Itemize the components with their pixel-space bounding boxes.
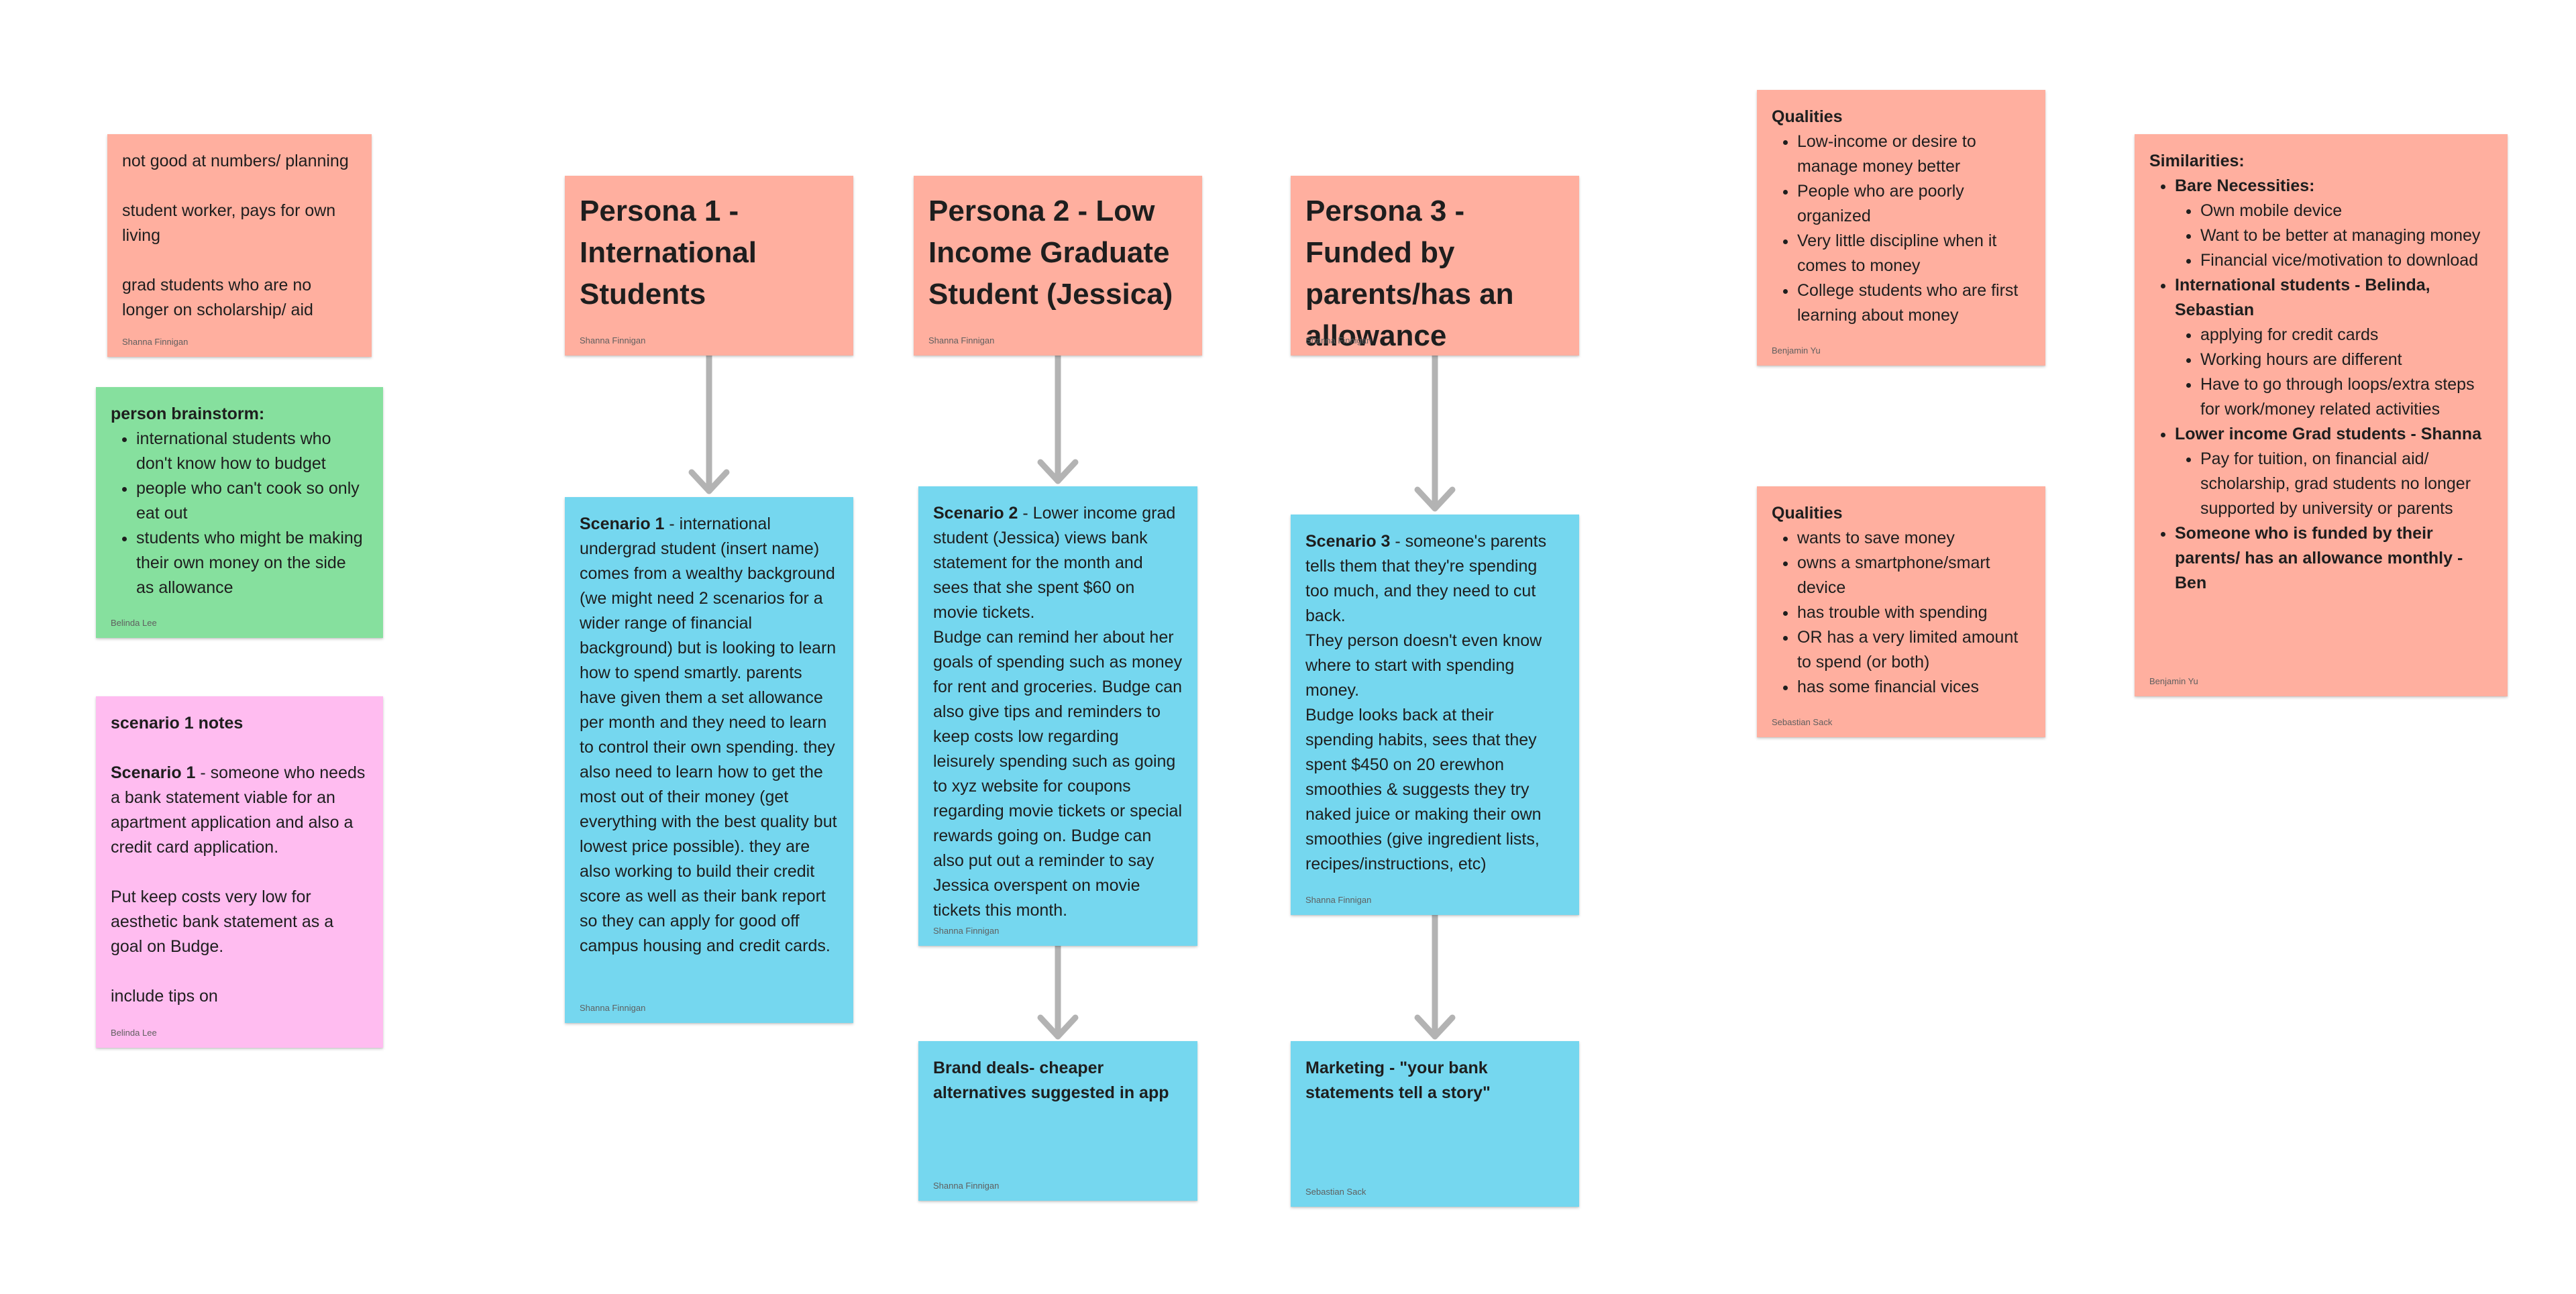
- list-item: wants to save money: [1797, 526, 2031, 551]
- note-text: - someone who needs a bank statement via…: [111, 763, 366, 857]
- list-item: Very little discipline when it comes to …: [1797, 229, 2031, 278]
- list-item: has trouble with spending: [1797, 600, 2031, 625]
- note-author: Belinda Lee: [111, 618, 157, 628]
- persona2-card[interactable]: Persona 2 - Low Income Graduate Student …: [914, 176, 1202, 356]
- scenario-text: - international undergrad student (inser…: [580, 515, 837, 955]
- note-author: Belinda Lee: [111, 1028, 157, 1038]
- persona3-card[interactable]: Persona 3 - Funded by parents/has an all…: [1291, 176, 1579, 356]
- note-list: Low-income or desire to manage money bet…: [1772, 129, 2031, 328]
- note-heading: scenario 1 notes: [111, 714, 244, 733]
- note-list: Bare Necessities: Own mobile device Want…: [2149, 174, 2493, 596]
- sticky-note-scenario1-notes[interactable]: scenario 1 notes Scenario 1 - someone wh…: [96, 696, 383, 1048]
- note-author: Shanna Finnigan: [122, 337, 189, 347]
- note-heading: Marketing - "your bank statements tell a…: [1305, 1059, 1491, 1102]
- note-line: not good at numbers/ planning: [122, 152, 349, 170]
- scenario-text: Budge can remind her about her goals of …: [933, 628, 1183, 920]
- list-item: College students who are first learning …: [1797, 278, 2031, 328]
- note-heading: Similarities:: [2149, 152, 2245, 170]
- scenario3-card[interactable]: Scenario 3 - someone's parents tells the…: [1291, 515, 1579, 915]
- note-list: international students who don't know ho…: [111, 427, 368, 600]
- list-item: Want to be better at managing money: [2200, 223, 2493, 248]
- note-author: Shanna Finnigan: [1305, 335, 1372, 345]
- scenario-lead: Scenario 1: [111, 763, 196, 782]
- group-heading: Someone who is funded by their parents/ …: [2175, 524, 2463, 592]
- list-item: Low-income or desire to manage money bet…: [1797, 129, 2031, 179]
- list-item: Working hours are different: [2200, 347, 2493, 372]
- list-item: applying for credit cards: [2200, 323, 2493, 347]
- persona-title: Persona 1 - International Students: [580, 195, 757, 311]
- scenario-text: - Lower income grad student (Jessica) vi…: [933, 504, 1176, 622]
- persona1-card[interactable]: Persona 1 - International Students Shann…: [565, 176, 853, 356]
- note-heading: Qualities: [1772, 107, 1843, 126]
- qualities-card-1[interactable]: Qualities Low-income or desire to manage…: [1757, 90, 2045, 366]
- persona-title: Persona 2 - Low Income Graduate Student …: [928, 195, 1173, 311]
- similarities-card[interactable]: Similarities: Bare Necessities: Own mobi…: [2135, 134, 2508, 696]
- marketing-card[interactable]: Marketing - "your bank statements tell a…: [1291, 1041, 1579, 1207]
- scenario-lead: Scenario 3: [1305, 532, 1391, 551]
- note-author: Shanna Finnigan: [580, 1003, 646, 1013]
- note-text: Put keep costs very low for aesthetic ba…: [111, 887, 334, 956]
- group-heading: Bare Necessities:: [2175, 176, 2315, 195]
- note-author: Shanna Finnigan: [928, 335, 995, 345]
- note-author: Shanna Finnigan: [1305, 895, 1372, 905]
- group-heading: International students - Belinda, Sebast…: [2175, 276, 2430, 319]
- scenario-text: Budge looks back at their spending habit…: [1305, 706, 1542, 873]
- scenario-text: They person doesn't even know where to s…: [1305, 631, 1542, 700]
- scenario-lead: Scenario 1: [580, 515, 665, 533]
- scenario-lead: Scenario 2: [933, 504, 1018, 523]
- scenario1-card[interactable]: Scenario 1 - international undergrad stu…: [565, 497, 853, 1023]
- note-author: Shanna Finnigan: [580, 335, 646, 345]
- list-item: students who might be making their own m…: [136, 526, 368, 600]
- list-item: International students - Belinda, Sebast…: [2175, 273, 2493, 422]
- list-item: People who are poorly organized: [1797, 179, 2031, 229]
- scenario-text: - someone's parents tells them that they…: [1305, 532, 1547, 625]
- note-heading: Qualities: [1772, 504, 1843, 523]
- list-item: international students who don't know ho…: [136, 427, 368, 476]
- list-item: owns a smartphone/smart device: [1797, 551, 2031, 600]
- list-item: Have to go through loops/extra steps for…: [2200, 372, 2493, 422]
- arrow-scenario3-to-marketing[interactable]: [1414, 912, 1456, 1040]
- brand-deals-card[interactable]: Brand deals- cheaper alternatives sugges…: [918, 1041, 1197, 1201]
- note-author: Shanna Finnigan: [933, 1181, 1000, 1191]
- note-author: Sebastian Sack: [1305, 1187, 1366, 1197]
- note-line: grad students who are no longer on schol…: [122, 276, 313, 319]
- list-item: Lower income Grad students - Shanna Pay …: [2175, 422, 2493, 521]
- scenario2-card[interactable]: Scenario 2 - Lower income grad student (…: [918, 486, 1197, 946]
- note-author: Benjamin Yu: [1772, 345, 1821, 356]
- note-heading: person brainstorm:: [111, 405, 265, 423]
- list-item: Own mobile device: [2200, 199, 2493, 223]
- list-item: OR has a very limited amount to spend (o…: [1797, 625, 2031, 675]
- list-item: Financial vice/motivation to download: [2200, 248, 2493, 273]
- note-text: include tips on: [111, 987, 218, 1006]
- persona-title: Persona 3 - Funded by parents/has an all…: [1305, 195, 1514, 352]
- arrow-scenario2-to-brand-deals[interactable]: [1037, 942, 1079, 1040]
- list-item: Someone who is funded by their parents/ …: [2175, 521, 2493, 596]
- list-item: people who can't cook so only eat out: [136, 476, 368, 526]
- note-line: student worker, pays for own living: [122, 201, 336, 245]
- note-author: Sebastian Sack: [1772, 717, 1833, 727]
- group-heading: Lower income Grad students - Shanna: [2175, 425, 2482, 443]
- note-author: Shanna Finnigan: [933, 926, 1000, 936]
- note-heading: Brand deals- cheaper alternatives sugges…: [933, 1059, 1169, 1102]
- note-author: Benjamin Yu: [2149, 676, 2198, 686]
- qualities-card-2[interactable]: Qualities wants to save money owns a sma…: [1757, 486, 2045, 737]
- list-item: Pay for tuition, on financial aid/ schol…: [2200, 447, 2493, 521]
- sticky-note-person-brainstorm[interactable]: person brainstorm: international student…: [96, 387, 383, 638]
- arrow-persona2-to-scenario2[interactable]: [1037, 352, 1079, 484]
- arrow-persona1-to-scenario1[interactable]: [688, 352, 730, 494]
- list-item: Bare Necessities: Own mobile device Want…: [2175, 174, 2493, 273]
- arrow-persona3-to-scenario3[interactable]: [1414, 352, 1456, 512]
- note-list: wants to save money owns a smartphone/sm…: [1772, 526, 2031, 700]
- sticky-note-traits[interactable]: not good at numbers/ planning student wo…: [107, 134, 372, 357]
- list-item: has some financial vices: [1797, 675, 2031, 700]
